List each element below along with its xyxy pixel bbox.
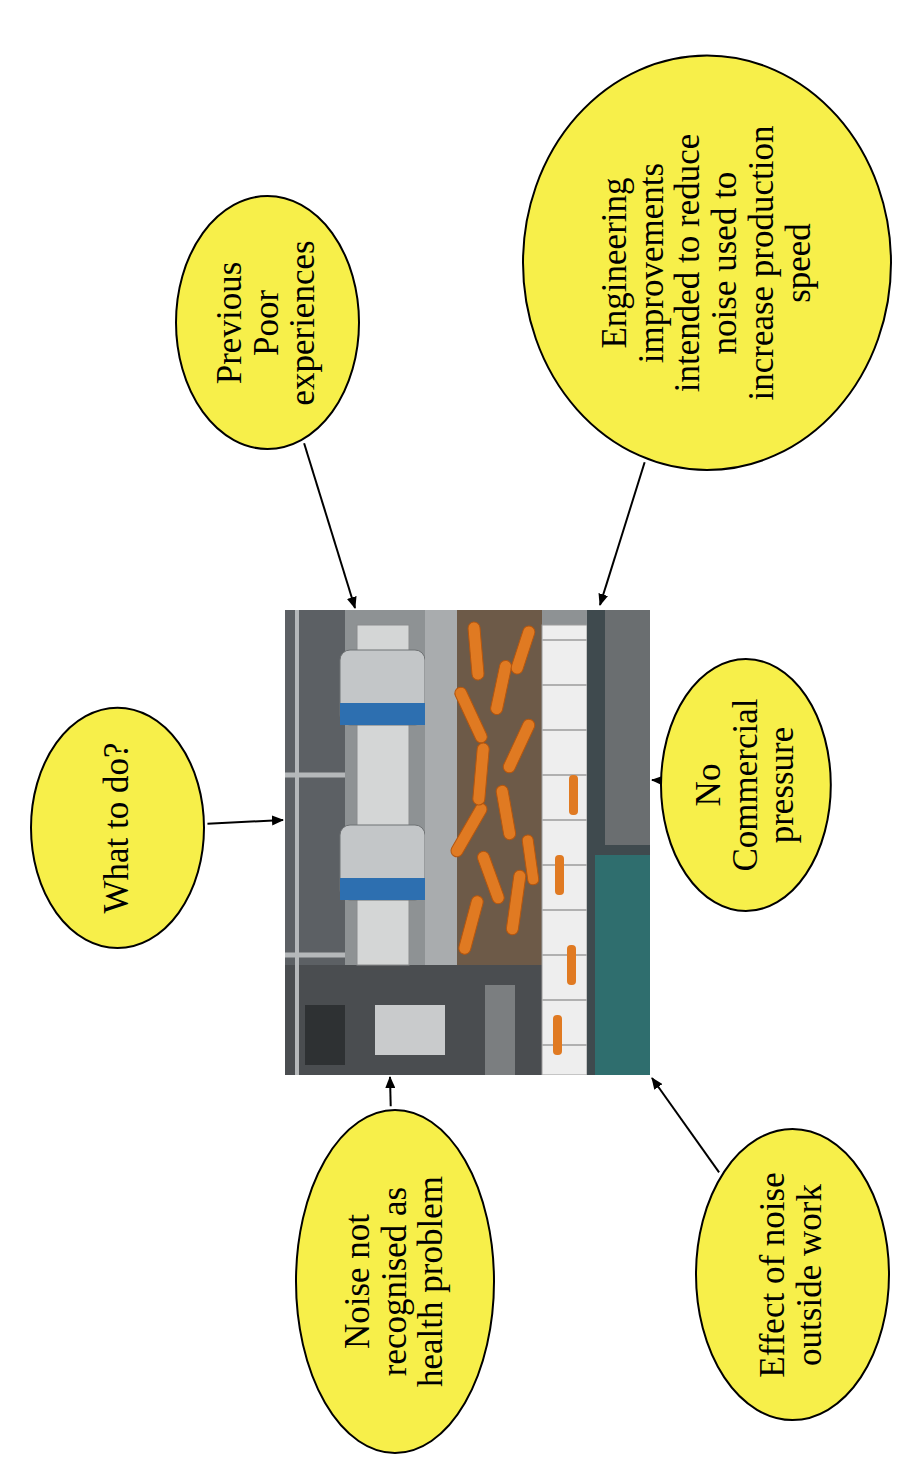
ellipse-text: Effect of noise outside work <box>755 1170 829 1380</box>
idea-ellipse: Engineering improvements intended to red… <box>522 55 892 472</box>
text-wrap: No Commercial pressure <box>691 695 801 875</box>
idea-ellipse: What to do? <box>30 707 205 949</box>
ellipse-text: No Commercial pressure <box>691 695 801 875</box>
ellipse-text: What to do? <box>99 742 136 913</box>
text-wrap: Engineering improvements intended to red… <box>597 111 818 416</box>
text-wrap: What to do? <box>99 742 136 913</box>
pointer-arrow <box>207 820 283 824</box>
ellipse-text: Engineering improvements intended to red… <box>597 111 818 416</box>
text-wrap: Previous Poor experiences <box>212 233 322 413</box>
text-wrap: Effect of noise outside work <box>755 1170 829 1380</box>
idea-ellipse: Noise not recognised as health problem <box>295 1109 495 1454</box>
pointer-arrow <box>304 443 355 608</box>
factory-photo <box>285 610 650 1075</box>
pointer-arrow <box>600 462 645 605</box>
idea-ellipse: Effect of noise outside work <box>695 1129 890 1422</box>
idea-ellipse: Previous Poor experiences <box>175 196 360 451</box>
idea-ellipse: No Commercial pressure <box>660 658 832 912</box>
pointer-arrow <box>652 779 657 781</box>
ellipse-text: Previous Poor experiences <box>212 233 322 413</box>
ellipse-text: Noise not recognised as health problem <box>340 1157 450 1407</box>
pointer-arrow <box>652 1078 719 1172</box>
text-wrap: Noise not recognised as health problem <box>340 1157 450 1407</box>
pointer-arrow <box>389 1077 392 1106</box>
